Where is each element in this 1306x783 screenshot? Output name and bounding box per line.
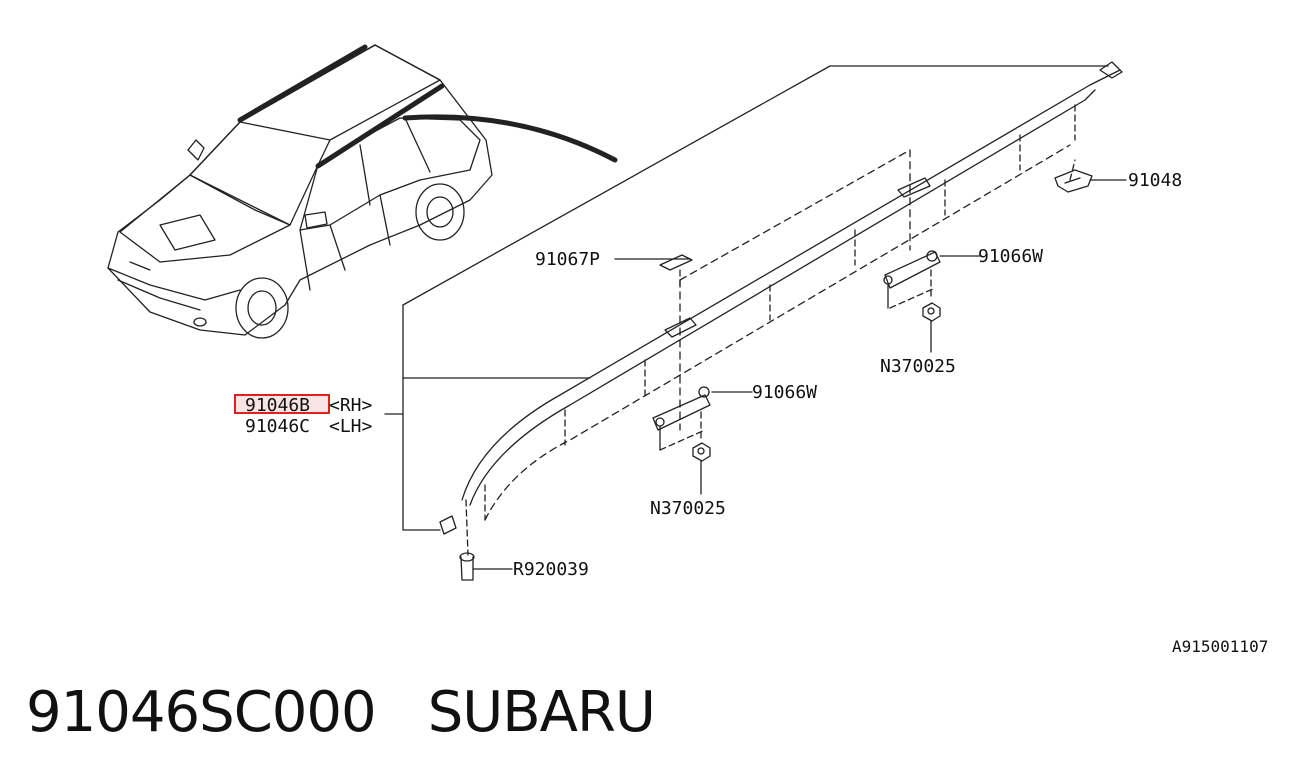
label-91067p: 91067P [535,249,600,270]
part-91066w-upper-bracket [883,250,981,309]
part-n370025-lower-nut [692,411,711,495]
label-n370025-upper: N370025 [880,356,956,377]
figure-code: A915001107 [1172,637,1268,656]
label-91046c-side: <LH> [329,416,373,437]
vehicle-roof-rail-highlight [237,44,368,123]
label-91048: 91048 [1128,170,1182,191]
roof-rail-assembly [439,61,1123,556]
part-caption: 91046SC000 SUBARU [26,680,656,745]
label-91066w-lower: 91066W [752,382,817,403]
part-91067p-pad [614,254,693,291]
leader-frame [402,65,1109,306]
caption-brand: SUBARU [427,680,656,745]
leader-bracket [402,304,441,531]
label-91046b[interactable]: 91046B [245,395,310,416]
part-91048-clip [1054,169,1127,193]
part-91066w-lower-bracket [652,386,753,451]
label-n370025-lower: N370025 [650,498,726,519]
caption-part-number: 91046SC000 [26,680,377,745]
part-n370025-upper-nut [922,269,941,353]
vehicle-roof-rail-highlight-2 [315,83,445,169]
label-91046c[interactable]: 91046C [245,416,310,437]
part-r920039-plug [459,552,513,581]
vehicle-leader-arc [402,114,618,163]
highlight-box-91046b [234,394,330,414]
label-r920039: R920039 [513,559,589,580]
label-91046b-side: <RH> [329,395,373,416]
label-91066w-upper: 91066W [978,246,1043,267]
